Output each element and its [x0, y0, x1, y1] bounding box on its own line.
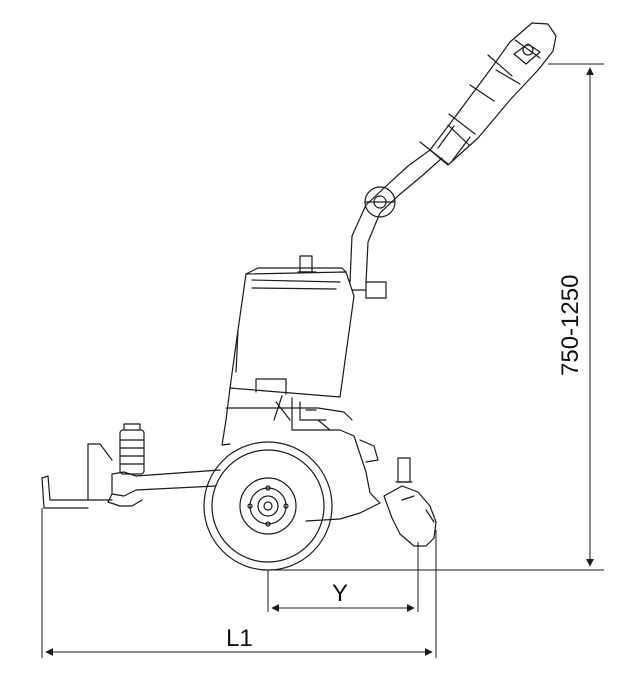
tow-bar [41, 423, 221, 509]
chassis-frame [221, 395, 381, 522]
control-knobs [297, 255, 387, 299]
l1-dimension-label: L1 [226, 625, 253, 652]
drive-wheel [203, 441, 333, 571]
dimension-lines [41, 63, 604, 658]
height-dimension-label: 750-1250 [557, 275, 584, 376]
tiller-handle [349, 22, 557, 284]
caster-wheel [383, 457, 437, 547]
tug-drawing [41, 22, 557, 571]
y-dimension-label: Y [332, 580, 348, 607]
pivot-joint [364, 186, 396, 218]
battery-housing [225, 267, 355, 421]
